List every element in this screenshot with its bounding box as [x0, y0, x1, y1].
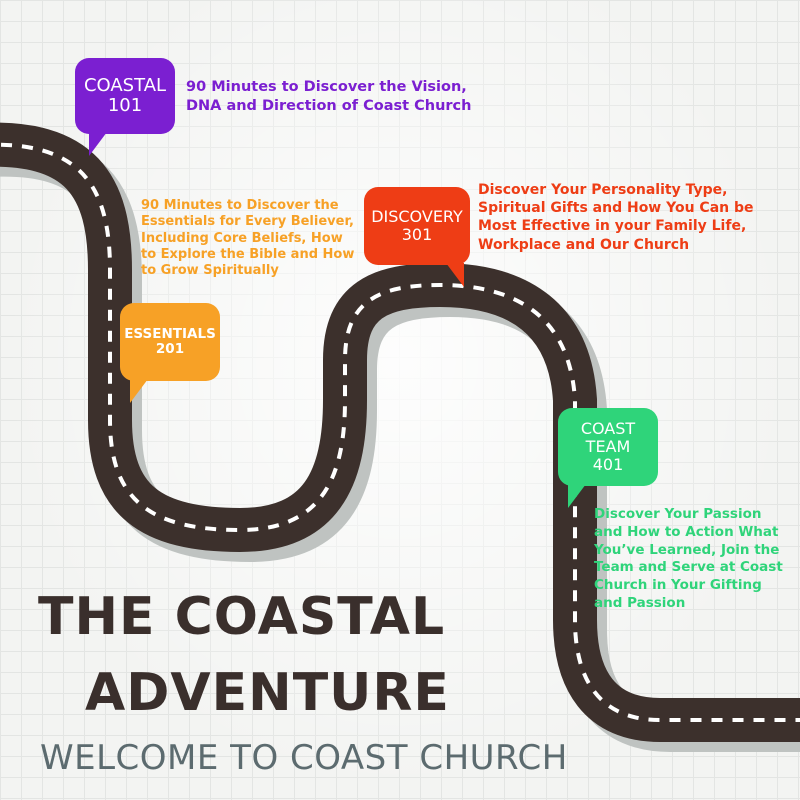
description-line: and How to Action What [594, 523, 779, 540]
bubble-label-line: COASTAL [83, 74, 167, 96]
description-line: Workplace and Our Church [478, 236, 690, 253]
description-line: and Passion [594, 595, 686, 612]
description-line: Team and Serve at Coast [594, 559, 783, 576]
bubble-label-line: 301 [401, 225, 433, 244]
description-line: to Explore the Bible and How [141, 246, 355, 262]
discovery-301-bubble: DISCOVERY 301 [364, 187, 470, 287]
bubble-label-line: 201 [155, 341, 185, 357]
description-line: Most Effective in your Family Life, [478, 218, 747, 235]
bubble-label-line: DISCOVERY [371, 207, 463, 227]
essentials-201-description: 90 Minutes to Discover the Essentials fo… [141, 198, 354, 279]
description-line: Discover Your Personality Type, [478, 182, 728, 198]
description-line: Including Core Beliefs, How [141, 230, 343, 246]
road-center-line [0, 142, 800, 722]
bubble-label-line: TEAM [585, 437, 631, 457]
essentials-201-bubble: ESSENTIALS 201 [120, 303, 220, 403]
description-line: Discover Your Passion [594, 506, 762, 522]
description-line: to Grow Spiritually [141, 263, 279, 278]
description-line: DNA and Direction of Coast Church [186, 97, 472, 114]
bubble-label-line: ESSENTIALS [124, 325, 216, 342]
bubble-tail [568, 484, 586, 508]
coast-team-401-bubble: COAST TEAM 401 [558, 408, 658, 508]
bubble-label-line: 101 [107, 95, 143, 116]
coastal-101-description: 90 Minutes to Discover the Vision, DNA a… [186, 78, 471, 116]
description-line: 90 Minutes to Discover the [141, 198, 339, 213]
bubble-tail [89, 132, 107, 156]
description-line: Essentials for Every Believer, [141, 214, 354, 230]
description-line: 90 Minutes to Discover the Vision, [186, 79, 467, 95]
coastal-101-bubble: COASTAL 101 [75, 58, 175, 156]
bubble-tail [130, 379, 148, 403]
description-line: Church in Your Gifting [594, 577, 762, 594]
discovery-301-description: Discover Your Personality Type, Spiritua… [478, 181, 754, 254]
bubble-tail [446, 263, 464, 287]
description-line: Spiritual Gifts and How You Can be [478, 200, 754, 217]
page-title-line-1: THE COASTAL [38, 587, 446, 647]
page-title-line-2: ADVENTURE [85, 663, 450, 723]
bubble-label-line: COAST [580, 419, 636, 439]
bubble-label-line: 401 [592, 454, 624, 474]
description-line: You’ve Learned, Join the [594, 541, 780, 558]
coast-team-401-description: Discover Your Passion and How to Action … [594, 506, 783, 613]
page-subtitle: WELCOME TO COAST CHURCH [40, 738, 568, 778]
